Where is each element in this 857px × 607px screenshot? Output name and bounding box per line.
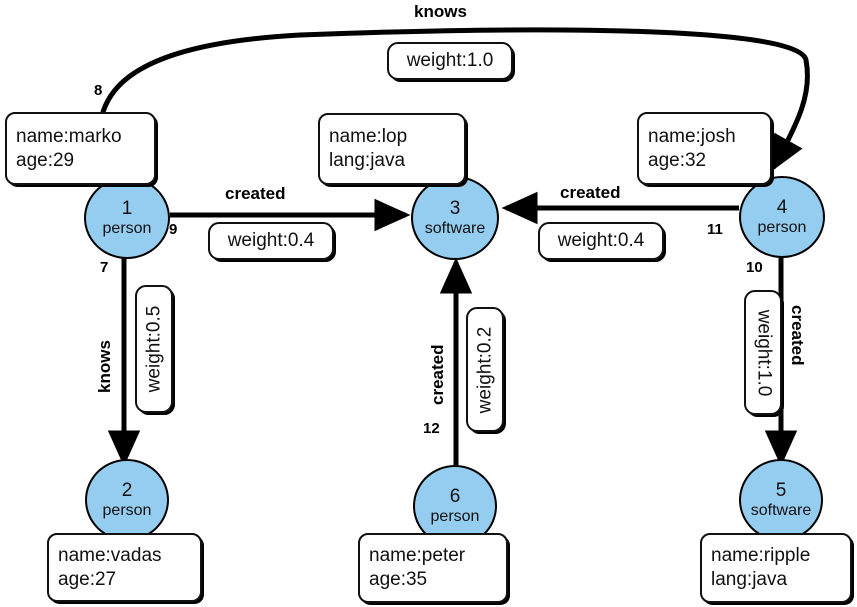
vertex-5-properties: name:ripple lang:java [700, 533, 852, 603]
vertex-5[interactable]: 5 software [739, 459, 823, 541]
edge-12-weight: weight:0.2 [474, 326, 495, 413]
vertex-5-prop-lang: lang:java [711, 569, 788, 590]
vertex-6-label: person [430, 507, 480, 525]
edge-9-label-text: created [225, 184, 286, 203]
vertex-1[interactable]: 1 person [84, 177, 170, 259]
vertex-3-id: 3 [449, 198, 461, 220]
edge-8-label: knows [414, 2, 467, 22]
edge-10-label: created [787, 305, 807, 365]
edge-10-weight: weight:1.0 [753, 309, 774, 396]
edge-8-weight: weight:1.0 [406, 50, 494, 71]
edge-9-weight-box: weight:0.4 [208, 222, 334, 260]
vertex-2-prop-age: age:27 [58, 568, 117, 590]
edge-12-weight-box: weight:0.2 [466, 307, 504, 432]
vertex-5-prop-name: name:ripple [711, 545, 811, 567]
edge-10-id: 10 [746, 259, 763, 276]
vertex-4-prop-age: age:32 [648, 149, 707, 171]
edge-8-knows-path [97, 27, 811, 181]
vertex-6-id: 6 [449, 486, 461, 508]
vertex-6-prop-name: name:peter [369, 545, 466, 567]
edge-9-id: 9 [169, 221, 178, 238]
vertex-1-properties: name:marko age:29 [5, 112, 156, 185]
vertex-2[interactable]: 2 person [85, 459, 169, 541]
edge-7-weight-box: weight:0.5 [135, 285, 173, 413]
edge-11-weight: weight:0.4 [557, 230, 645, 251]
vertex-4[interactable]: 4 person [739, 176, 825, 258]
edge-11-label-text: created [560, 183, 621, 202]
edge-12-id: 12 [423, 420, 440, 437]
vertex-2-label: person [102, 501, 152, 519]
vertex-2-properties: name:vadas age:27 [47, 533, 202, 602]
vertex-1-prop-age: age:29 [16, 149, 75, 171]
edge-11-weight-box: weight:0.4 [538, 222, 664, 260]
vertex-1-id: 1 [121, 198, 133, 220]
edge-9-label: created [225, 184, 285, 204]
edge-11-id: 11 [707, 221, 723, 238]
edge-8-weight-box: weight:1.0 [387, 42, 513, 80]
edge-7-weight: weight:0.5 [143, 305, 164, 393]
vertex-5-label: software [750, 501, 812, 519]
vertex-4-properties: name:josh age:32 [637, 112, 772, 185]
vertex-1-prop-name: name:marko [16, 125, 122, 147]
edge-7-label-text: knows [95, 340, 114, 393]
edge-10-label-text: created [788, 305, 807, 366]
vertex-3-properties: name:lop lang:java [318, 113, 466, 185]
vertex-4-label: person [757, 218, 807, 236]
edge-11-label: created [560, 183, 620, 203]
edge-12-label-text: created [428, 344, 447, 405]
vertex-6-properties: name:peter age:35 [358, 533, 508, 603]
vertex-4-id: 4 [776, 197, 788, 219]
edge-10-weight-box: weight:1.0 [744, 290, 782, 415]
vertex-3-prop-lang: lang:java [329, 150, 406, 171]
edge-7-id: 7 [100, 259, 109, 276]
edge-9-weight: weight:0.4 [227, 230, 315, 251]
vertex-2-prop-name: name:vadas [58, 544, 162, 566]
vertex-5-id: 5 [775, 480, 787, 502]
vertex-3-label: software [424, 219, 486, 237]
vertex-2-id: 2 [121, 480, 133, 502]
vertex-3-prop-name: name:lop [329, 126, 408, 148]
vertex-3[interactable]: 3 software [411, 176, 499, 260]
edge-12-label: created [428, 345, 448, 405]
vertex-6-prop-age: age:35 [369, 569, 428, 590]
edge-8-label-text: knows [414, 2, 467, 21]
edge-8-id: 8 [94, 82, 103, 99]
vertex-4-prop-name: name:josh [648, 125, 736, 147]
edge-7-label: knows [95, 340, 115, 393]
vertex-1-label: person [102, 219, 152, 237]
